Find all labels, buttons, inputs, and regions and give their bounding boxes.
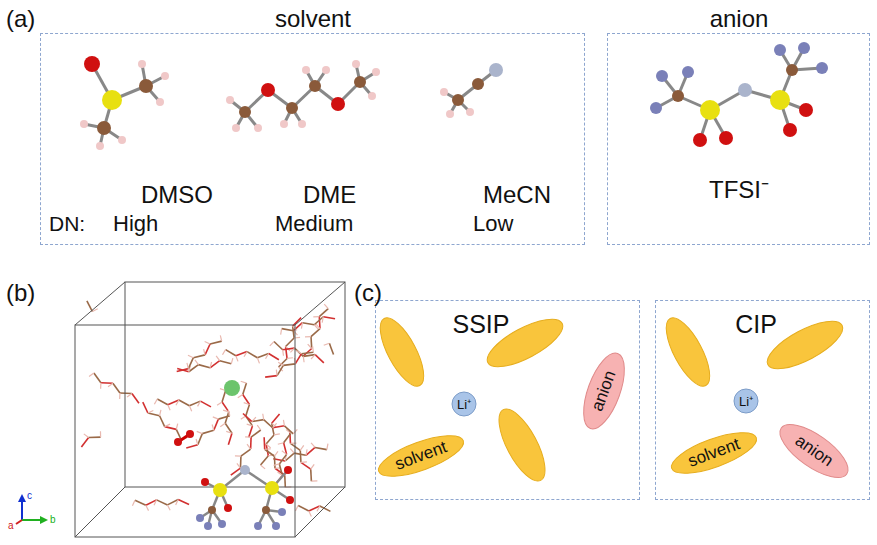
panel-text: DN: [49, 212, 85, 235]
dashed-panel: SSIP Li⁺ solvent anion [375, 300, 640, 500]
panel-text: Medium [275, 212, 353, 236]
species-ellipse: anion [771, 414, 858, 489]
panel-text: DME [303, 182, 356, 208]
species-ellipse: solvent [666, 423, 763, 483]
species-label: solvent [373, 426, 470, 486]
species-label: anion [574, 347, 634, 436]
species-ellipse: solvent [373, 426, 470, 486]
solvent-sticks [81, 301, 335, 516]
mecn-molecule [444, 70, 496, 114]
panel-letter: (c) [354, 280, 382, 306]
axis-label: c [27, 490, 32, 501]
panel-text: High [113, 212, 158, 236]
species-label: Li⁺ [733, 388, 759, 414]
dmso-molecule [84, 64, 165, 146]
dashed-panel: solventDMSODMEMeCNDN:HighMediumLow [40, 33, 585, 245]
species-ellipse: anion [574, 347, 634, 436]
solvent-ellipses [372, 310, 849, 487]
dashed-panel: CIP Li⁺ solventanion [655, 300, 870, 500]
dashed-panel: anionTFSI⁻ [607, 33, 870, 245]
dme-molecule [230, 64, 376, 128]
species-label: Li⁺ [451, 391, 477, 417]
simulation-cell [75, 282, 345, 537]
ion-circle: Li⁺ [733, 388, 759, 414]
panel-letter: (b) [6, 280, 35, 306]
panel-text: DMSO [141, 182, 213, 208]
panel-text: Low [473, 212, 513, 236]
panel-heading: CIP [735, 311, 777, 339]
ion-circle: Li⁺ [451, 391, 477, 417]
axis-triad [16, 494, 48, 524]
panel-heading: SSIP [453, 311, 510, 339]
panel-heading: anion [706, 6, 773, 32]
axis-label: a [8, 520, 14, 531]
panel-text: TFSI⁻ [709, 177, 769, 203]
axis-label: b [50, 514, 56, 525]
tfsi-molecule [656, 48, 822, 140]
panel-heading: solvent [271, 6, 355, 32]
species-label: anion [771, 414, 858, 489]
panel-letter: (a) [6, 6, 35, 32]
species-label: solvent [666, 423, 763, 483]
panel-text: MeCN [483, 182, 551, 208]
li-ion-and-tfsi [174, 380, 294, 530]
